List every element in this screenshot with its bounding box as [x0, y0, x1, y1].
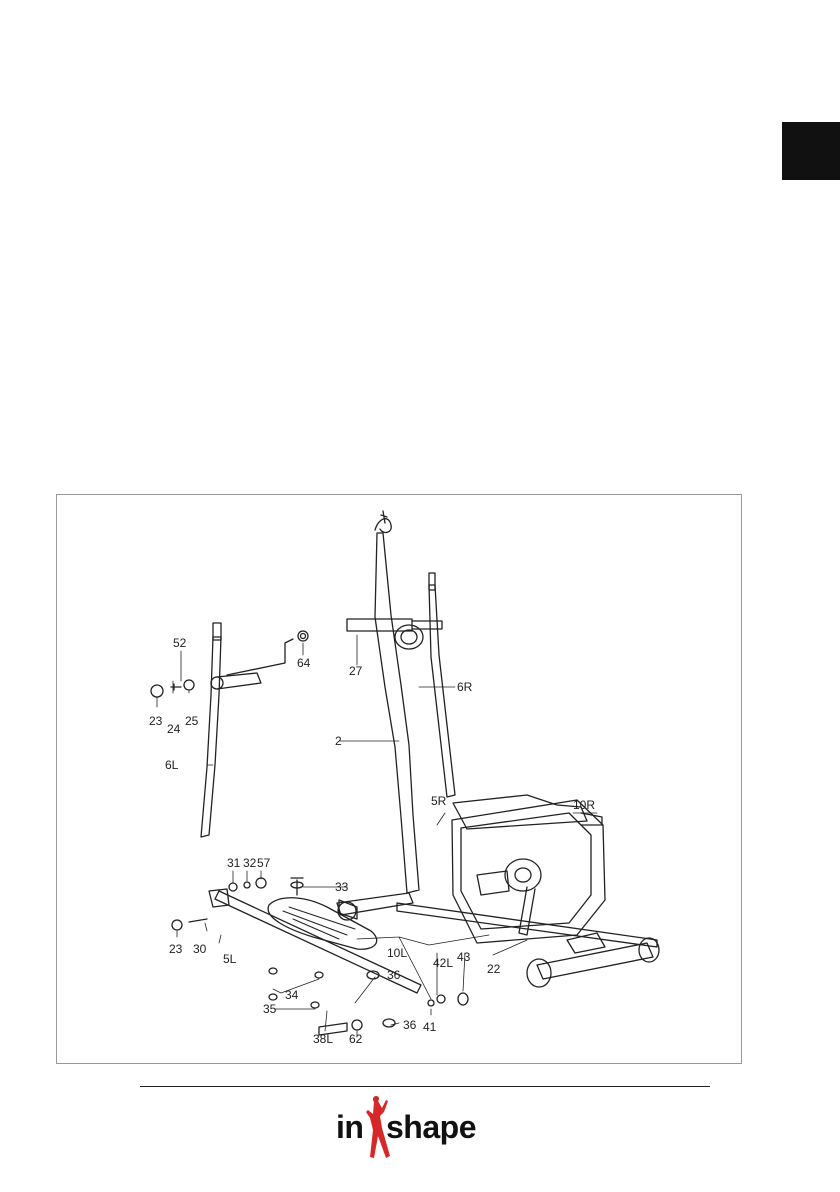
- part-label-42L: 42L: [433, 956, 453, 970]
- part-label-64: 64: [297, 656, 311, 670]
- part-label-57: 57: [257, 856, 271, 870]
- brand-logo: in shape: [336, 1094, 506, 1164]
- part-label-5L: 5L: [223, 952, 237, 966]
- part-label-36-lower: 36: [403, 1018, 417, 1032]
- pivot-axle-27: [347, 619, 412, 631]
- part-label-32: 32: [243, 856, 257, 870]
- part-label-6L: 6L: [165, 758, 179, 772]
- part-label-25: 25: [185, 714, 199, 728]
- section-tab-marker: [782, 122, 840, 180]
- left-handlebar-6L: [201, 637, 221, 837]
- exploded-view-drawing: 52 23 24 25 64 27 6R 2 6L 5R 10R 31 32 5…: [57, 495, 743, 1065]
- footer-divider: [140, 1086, 710, 1087]
- part-label-52: 52: [173, 636, 187, 650]
- assembly-diagram: 52 23 24 25 64 27 6R 2 6L 5R 10R 31 32 5…: [56, 494, 742, 1064]
- foot-pedal-10L: [268, 898, 377, 950]
- part-label-5R: 5R: [431, 794, 447, 808]
- part-label-22: 22: [487, 962, 501, 976]
- part-label-41: 41: [423, 1020, 437, 1034]
- post-top-hook: [375, 519, 391, 533]
- part-label-38L: 38L: [313, 1032, 333, 1046]
- part-label-23-lower: 23: [169, 942, 183, 956]
- part-label-36-upper: 36: [387, 968, 401, 982]
- part-label-34: 34: [285, 988, 299, 1002]
- part-label-23-upper: 23: [149, 714, 163, 728]
- part-label-35: 35: [263, 1002, 277, 1016]
- brand-logo-right: shape: [386, 1109, 476, 1146]
- part-label-10R: 10R: [573, 798, 595, 812]
- part-label-33: 33: [335, 880, 349, 894]
- part-label-2: 2: [335, 734, 342, 748]
- part-label-62: 62: [349, 1032, 363, 1046]
- main-post: [375, 533, 419, 893]
- part-label-6R: 6R: [457, 680, 473, 694]
- part-label-31: 31: [227, 856, 241, 870]
- part-label-30: 30: [193, 942, 207, 956]
- part-label-43: 43: [457, 950, 471, 964]
- part-label-10L: 10L: [387, 946, 407, 960]
- part-label-24: 24: [167, 722, 181, 736]
- right-handlebar-6R: [429, 585, 455, 797]
- part-label-27: 27: [349, 664, 363, 678]
